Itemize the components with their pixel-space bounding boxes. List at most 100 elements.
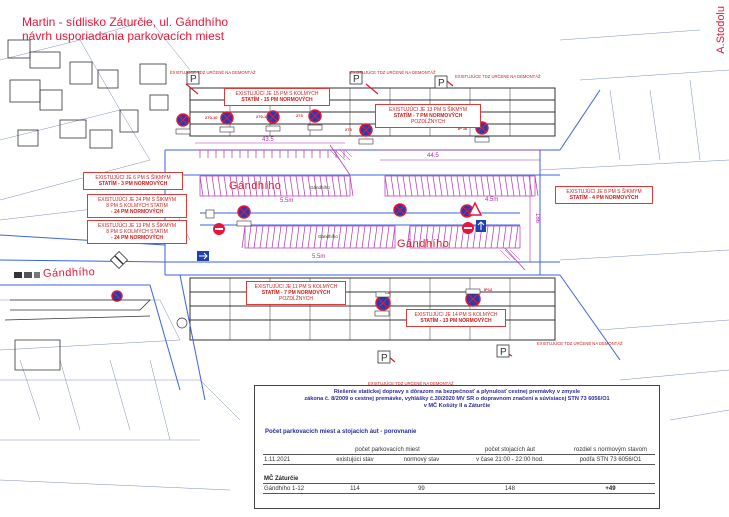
parking-stall-line bbox=[241, 225, 246, 249]
parking-stall-line bbox=[289, 175, 294, 197]
dimension-6: 186 bbox=[534, 212, 541, 224]
parking-stall-line bbox=[468, 175, 473, 197]
street-label-upper: Gándhího bbox=[229, 180, 282, 192]
map-title-line2: návrh usporiadania parkovacích miest bbox=[22, 29, 225, 43]
parking-stall-line bbox=[498, 175, 503, 197]
parking-stall-line bbox=[424, 225, 429, 249]
sub-existing: existujúci stav bbox=[321, 454, 389, 465]
svg-text:P: P bbox=[353, 74, 360, 85]
parking-stall-line bbox=[454, 225, 459, 249]
row-standing: 148 bbox=[453, 483, 566, 494]
parking-stall-line bbox=[217, 175, 222, 197]
sign-code-6: C8 bbox=[385, 290, 391, 295]
parking-stall-line bbox=[414, 175, 419, 197]
row-norm: 99 bbox=[388, 483, 454, 494]
sign-code-1: 270-10 bbox=[205, 115, 218, 120]
parking-stall-line bbox=[508, 225, 513, 249]
sign-code-3: 273 bbox=[296, 113, 303, 118]
parking-stall-line bbox=[384, 175, 389, 197]
date-cell: 1.11.2021 bbox=[263, 454, 321, 465]
parking-stall-line bbox=[396, 175, 401, 197]
parking-stall-line bbox=[450, 175, 455, 197]
parking-stall-line bbox=[283, 225, 288, 249]
parking-stall-line bbox=[253, 225, 258, 249]
parking-stall-line bbox=[361, 225, 366, 249]
road-edges bbox=[0, 89, 621, 401]
parking-stall-line bbox=[448, 225, 453, 249]
parking-stall-line bbox=[199, 175, 204, 197]
parking-stall-line bbox=[432, 175, 437, 197]
table-header-row: počet parkovacích miest počet stojacích … bbox=[263, 445, 655, 455]
parking-stall-line bbox=[277, 225, 282, 249]
dimension-1: 43.5 bbox=[262, 137, 274, 143]
parking-stall-line bbox=[516, 175, 521, 197]
panel-subheading: Počet parkovacích miest a stojacích áut … bbox=[265, 429, 417, 435]
other-signs bbox=[109, 201, 486, 329]
sign-code-4: 273 bbox=[345, 127, 352, 132]
table-district-row: MČ Záturčie bbox=[263, 474, 655, 484]
dimension-3: 5.5m bbox=[280, 198, 294, 204]
parking-stall-line bbox=[462, 175, 467, 197]
parking-stalls bbox=[199, 150, 539, 249]
map-title-line1: Martin - sídlisko Záturčie, ul. Gándhího bbox=[22, 15, 229, 29]
parking-stall-line bbox=[522, 175, 527, 197]
parking-stall-line bbox=[474, 175, 479, 197]
parking-stall-line bbox=[534, 175, 539, 197]
author-label: A.Stodolu bbox=[715, 6, 727, 54]
parking-stall-line bbox=[385, 225, 390, 249]
lower-left-buildings bbox=[4, 299, 151, 371]
col-parking: počet parkovacích miest bbox=[321, 445, 454, 455]
dimension-lines bbox=[195, 142, 540, 262]
parking-stall-line bbox=[456, 175, 461, 197]
parking-stall-line bbox=[271, 175, 276, 197]
removal-label-4: EXISTUJÚCE TDZ URČENÉ NA DEMONTÁŽ bbox=[537, 341, 623, 346]
sign-code-7: IP12 bbox=[484, 287, 493, 292]
parking-stall-line bbox=[355, 225, 360, 249]
parking-stall-line bbox=[510, 175, 515, 197]
parking-stall-line bbox=[349, 225, 354, 249]
parking-stall-line bbox=[229, 175, 234, 197]
parking-stall-line bbox=[337, 225, 342, 249]
parking-stall-line bbox=[391, 225, 396, 249]
parking-stall-line bbox=[418, 225, 423, 249]
parking-stall-line bbox=[259, 225, 264, 249]
parking-stall-line bbox=[277, 175, 282, 197]
svg-text:P: P bbox=[381, 353, 388, 364]
supplementary-plates bbox=[175, 124, 490, 317]
parking-stall-line bbox=[492, 175, 497, 197]
parking-stall-line bbox=[205, 175, 210, 197]
parking-stall-line bbox=[313, 225, 318, 249]
parking-stall-line bbox=[301, 225, 306, 249]
svg-text:P: P bbox=[190, 74, 197, 85]
parking-stall-line bbox=[343, 175, 348, 197]
row-diff: +49 bbox=[565, 483, 655, 494]
parking-stall-line bbox=[253, 175, 258, 197]
parking-stall-line bbox=[412, 225, 417, 249]
dimension-2: 44.5 bbox=[427, 153, 439, 159]
parking-stall-line bbox=[484, 225, 489, 249]
parking-stall-line bbox=[420, 175, 425, 197]
street-small-label-1: Gándhího bbox=[310, 185, 330, 190]
parking-stall-line bbox=[528, 175, 533, 197]
parking-stall-line bbox=[247, 225, 252, 249]
removal-label-3: EXISTUJÚCE TDZ URČENÉ NA DEMONTÁŽ bbox=[455, 74, 541, 79]
parking-stall-line bbox=[319, 175, 324, 197]
parking-stall-line bbox=[313, 175, 318, 197]
parking-stall-line bbox=[235, 175, 240, 197]
parking-stall-line bbox=[241, 175, 246, 197]
sign-code-2: 270-10 bbox=[256, 114, 269, 119]
parking-stall-line bbox=[265, 225, 270, 249]
removal-label-2: EXISTUJÚCE TDZ URČENÉ NA DEMONTÁŽ bbox=[350, 70, 436, 75]
parking-signs: P P P P P bbox=[186, 71, 510, 364]
row-existing: 114 bbox=[321, 483, 389, 494]
col-standing: počet stojacích áut bbox=[453, 445, 566, 455]
parking-stall-line bbox=[367, 225, 372, 249]
left-buildings bbox=[7, 39, 169, 149]
